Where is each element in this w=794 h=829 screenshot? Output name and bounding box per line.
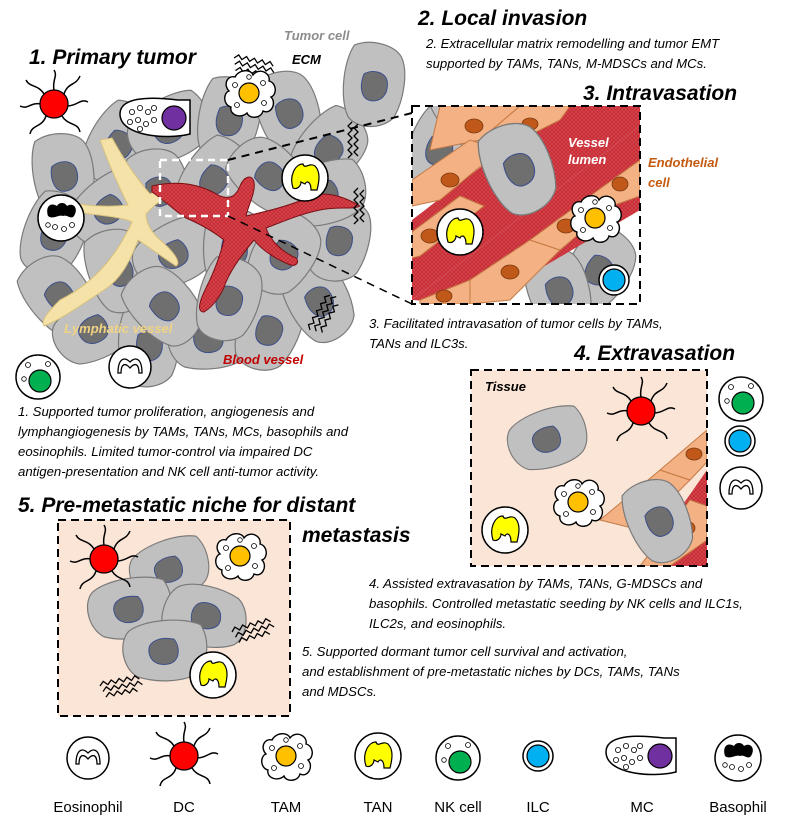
legend-mc-label: MC bbox=[630, 799, 653, 816]
legend-mc-icon bbox=[605, 735, 677, 776]
basophil-cell bbox=[37, 194, 85, 242]
blood-vessel bbox=[151, 176, 361, 313]
zoom-box bbox=[158, 158, 230, 218]
legend-nk-icon bbox=[435, 735, 481, 781]
niche-panel bbox=[57, 519, 291, 717]
legend-tan-label: TAN bbox=[364, 799, 393, 816]
legend-tam-icon bbox=[261, 733, 313, 781]
heading-niche-line1: 5. Pre-metastatic niche for distant bbox=[18, 494, 356, 517]
label-endothelial-2: cell bbox=[648, 175, 670, 190]
heading-niche-line2: metastasis bbox=[302, 524, 411, 547]
label-tumor-cell: Tumor cell bbox=[284, 28, 350, 43]
legend-ilc-icon bbox=[522, 740, 554, 772]
legend-dc-label: DC bbox=[173, 799, 195, 816]
label-tissue: Tissue bbox=[485, 379, 526, 394]
legend-ilc-label: ILC bbox=[526, 799, 550, 816]
legend-basophil-icon bbox=[714, 734, 762, 782]
nk-cell bbox=[15, 354, 61, 400]
heading-extravasation: 4. Extravasation bbox=[573, 342, 735, 365]
legend-eosinophil-label: Eosinophil bbox=[53, 799, 122, 816]
eosinophil-cell bbox=[108, 345, 152, 389]
tan-cell bbox=[281, 154, 329, 202]
caption-5: 5. Supported dormant tumor cell survival… bbox=[302, 644, 683, 699]
caption-4: 4. Assisted extravasation by TAMs, TANs,… bbox=[369, 576, 747, 631]
caption-1: 1. Supported tumor proliferation, angiog… bbox=[18, 404, 352, 479]
legend-eosinophil-icon bbox=[66, 736, 110, 780]
ilc-cell bbox=[724, 425, 756, 457]
caption-2: 2. Extracellular matrix remodelling and … bbox=[425, 36, 723, 71]
label-endothelial-1: Endothelial bbox=[648, 155, 718, 170]
nk-cell bbox=[718, 376, 764, 422]
dc-cell bbox=[19, 69, 89, 135]
zoom-line-top bbox=[227, 112, 413, 161]
heading-primary-tumor: 1. Primary tumor bbox=[29, 46, 198, 69]
label-lymphatic-vessel: Lymphatic vessel bbox=[64, 321, 173, 336]
label-ecm: ECM bbox=[292, 52, 322, 67]
extravasation-panel bbox=[470, 369, 708, 567]
legend: Eosinophil DC TAM TAN NK cell ILC MC Bas… bbox=[53, 721, 767, 816]
legend-dc-icon bbox=[149, 721, 219, 787]
legend-basophil-label: Basophil bbox=[709, 799, 767, 816]
label-vessel-lumen-2: lumen bbox=[568, 152, 606, 167]
intravasation-panel bbox=[411, 105, 641, 305]
label-vessel-lumen-1: Vessel bbox=[568, 135, 609, 150]
label-blood-vessel: Blood vessel bbox=[223, 352, 304, 367]
zoom-line-bottom bbox=[227, 215, 413, 305]
tam-cell bbox=[224, 70, 276, 118]
heading-intravasation: 3. Intravasation bbox=[583, 82, 737, 105]
caption-3: 3. Facilitated intravasation of tumor ce… bbox=[369, 316, 666, 351]
legend-tam-label: TAM bbox=[271, 799, 302, 816]
legend-nk-label: NK cell bbox=[434, 799, 482, 816]
heading-local-invasion: 2. Local invasion bbox=[417, 7, 587, 30]
legend-tan-icon bbox=[354, 732, 402, 780]
eosinophil-cell bbox=[719, 466, 763, 510]
